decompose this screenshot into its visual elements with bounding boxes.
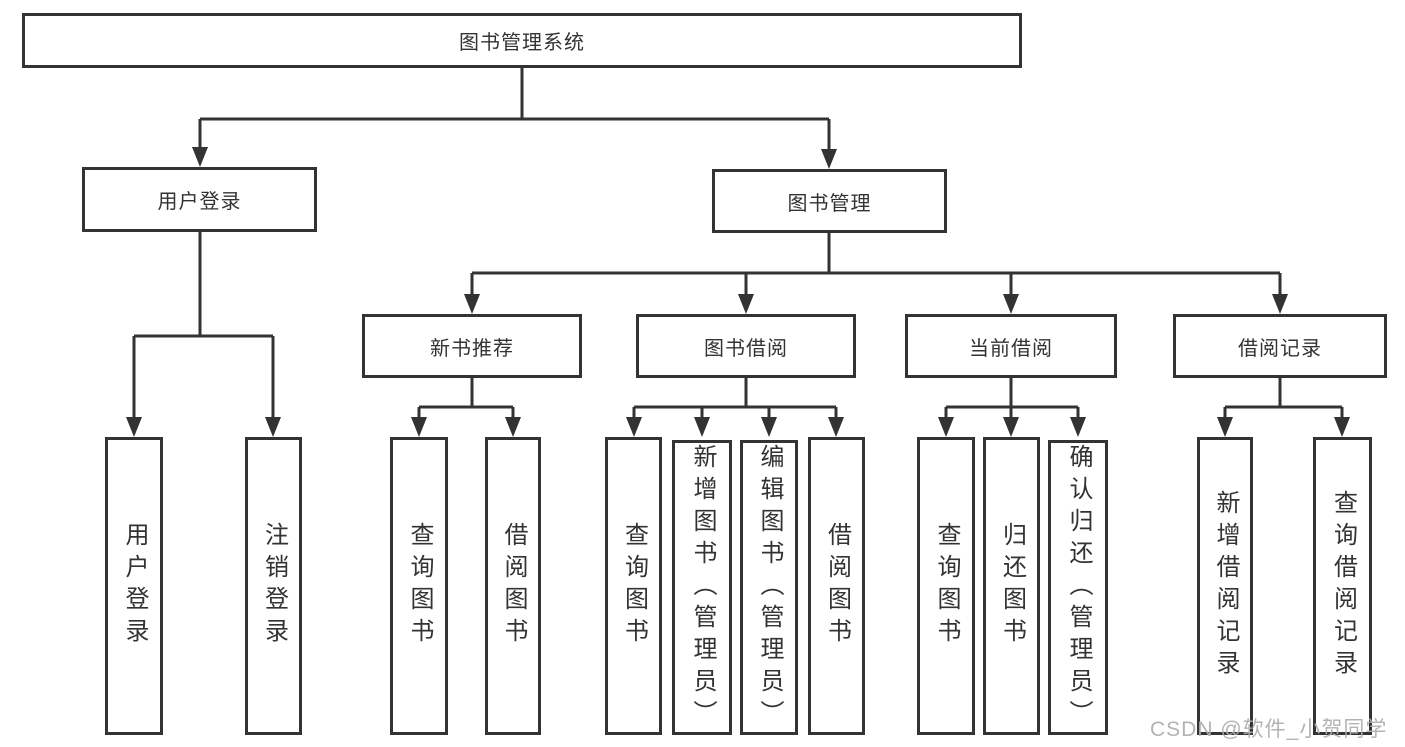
arrowhead-icon [1003,417,1019,437]
arrowhead-icon [626,417,642,437]
node-label: 用户登录 [121,522,148,650]
arrowhead-icon [938,417,954,437]
node-label: 查询借阅记录 [1329,490,1357,682]
arrowhead-icon [265,417,281,437]
arrowhead-icon [738,294,754,314]
node-label: 图书管理系统 [459,32,585,54]
arrowhead-icon [505,417,521,437]
connector-user-login-branch [132,232,275,419]
node-borrow-books-borrowing: 借阅图书 [808,437,865,735]
node-add-borrow-record: 新增借阅记录 [1197,437,1253,735]
arrowhead-icon [1217,417,1233,437]
node-user-login-action: 用户登录 [105,437,163,735]
arrowhead-icon [821,149,837,169]
arrowhead-icon [1003,294,1019,314]
node-logout-action: 注销登录 [245,437,302,735]
arrowhead-icon [1272,294,1288,314]
node-current-borrowing: 当前借阅 [905,314,1117,378]
node-borrow-books-recommend: 借阅图书 [485,437,541,735]
node-book-borrowing: 图书借阅 [636,314,856,378]
connector-records-branch [1223,378,1344,419]
node-label: 新书推荐 [430,337,514,360]
node-query-books-current: 查询图书 [917,437,975,735]
node-library-management-system: 图书管理系统 [22,13,1022,68]
connector-current-branch [944,378,1080,419]
node-label: 新增图书（管理员） [689,443,716,732]
arrowhead-icon [1334,417,1350,437]
node-query-borrow-record: 查询借阅记录 [1313,437,1372,735]
node-book-management: 图书管理 [712,169,947,233]
arrowhead-icon [464,294,480,314]
arrowhead-icon [126,417,142,437]
connector-root-to-level2 [198,68,831,151]
node-new-book-recommendation: 新书推荐 [362,314,582,378]
connector-borrowing-branch [632,378,838,419]
node-query-books-recommend: 查询图书 [390,437,448,735]
node-add-books-admin: 新增图书（管理员） [672,440,732,735]
node-label: 借阅图书 [500,522,527,650]
node-label: 借阅记录 [1238,337,1322,360]
arrowhead-icon [192,147,208,167]
node-query-books-borrowing: 查询图书 [605,437,662,735]
node-user-login: 用户登录 [82,167,317,232]
node-borrowing-records: 借阅记录 [1173,314,1387,378]
arrowhead-icon [694,417,710,437]
node-label: 注销登录 [260,522,288,650]
node-label: 当前借阅 [969,337,1053,360]
arrowhead-icon [828,417,844,437]
arrowhead-icon [1070,417,1086,437]
csdn-watermark: CSDN @软件_小贺同学 [1150,718,1388,741]
node-label: 借阅图书 [823,522,851,650]
node-label: 确认归还（管理员） [1065,443,1092,732]
node-confirm-return-admin: 确认归还（管理员） [1048,440,1108,735]
node-label: 查询图书 [406,522,433,650]
node-label: 编辑图书（管理员） [756,443,783,732]
arrowhead-icon [761,417,777,437]
arrowhead-icon [411,417,427,437]
node-edit-books-admin: 编辑图书（管理员） [740,440,798,735]
connector-book-management-branch [470,233,1282,296]
arrowheads [126,147,1350,437]
node-return-books: 归还图书 [983,437,1040,735]
node-label: 新增借阅记录 [1212,490,1239,682]
node-label: 图书借阅 [704,337,788,360]
node-label: 图书管理 [787,192,872,215]
node-label: 查询图书 [620,522,648,650]
node-label: 用户登录 [157,191,242,213]
node-label: 查询图书 [933,522,960,650]
node-label: 归还图书 [998,522,1026,650]
connector-new-book-branch [417,378,515,419]
